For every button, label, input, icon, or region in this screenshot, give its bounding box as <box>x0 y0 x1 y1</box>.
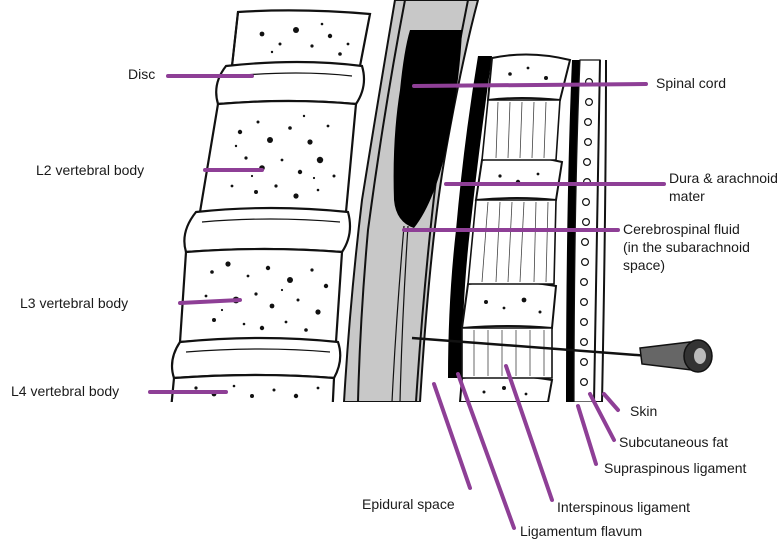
label-l2-vertebral-body: L2 vertebral body <box>36 162 144 179</box>
label-csf-line-1: Cerebrospinal fluid <box>623 221 740 238</box>
disc-l3-l4 <box>172 338 340 378</box>
label-subcutaneous-fat: Subcutaneous fat <box>619 434 728 451</box>
spinal-cord <box>394 30 462 228</box>
label-l3-vertebral-body: L3 vertebral body <box>20 295 128 312</box>
label-interspinous-ligament: Interspinous ligament <box>557 499 690 516</box>
l2-vertebral-body <box>200 101 356 212</box>
label-ligamentum-flavum: Ligamentum flavum <box>520 523 642 540</box>
label-epidural-space: Epidural space <box>362 496 455 513</box>
label-disc: Disc <box>128 66 155 83</box>
label-skin: Skin <box>630 403 657 420</box>
label-csf-line-2: (in the subarachnoid <box>623 239 750 256</box>
label-dura-line-2: mater <box>669 188 705 205</box>
leader-skin <box>604 394 618 410</box>
leader-supraspinous <box>578 406 596 464</box>
label-csf-line-3: space) <box>623 257 665 274</box>
label-l4-vertebral-body: L4 vertebral body <box>11 383 119 400</box>
leader-spinal-cord <box>414 84 646 86</box>
l1-vertebral-body <box>232 10 370 66</box>
disc-l2-l3 <box>184 208 350 252</box>
vertebral-column <box>170 10 370 420</box>
label-supraspinous-ligament: Supraspinous ligament <box>604 460 746 477</box>
label-spinal-cord: Spinal cord <box>656 75 726 92</box>
label-dura-line-1: Dura & arachnoid <box>669 170 778 187</box>
disc-l1-l2 <box>216 62 364 104</box>
